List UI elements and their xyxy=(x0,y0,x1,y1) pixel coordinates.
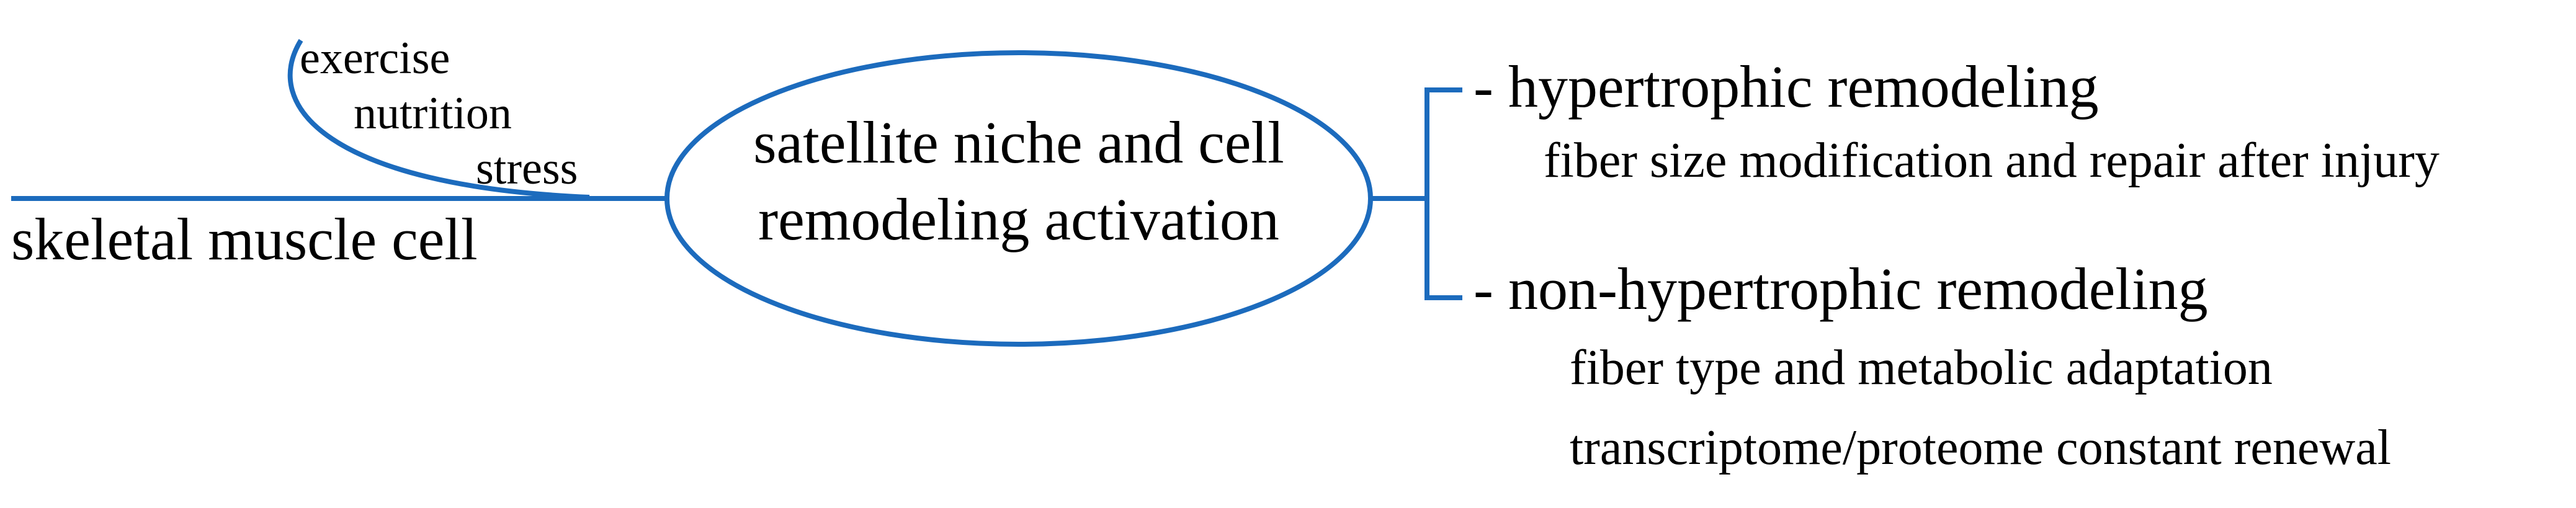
center-label-line1: satellite niche and cell xyxy=(753,109,1284,176)
outcome-hypertrophic-detail: fiber size modification and repair after… xyxy=(1544,133,2440,188)
outcome-hypertrophic-title: - hypertrophic remodeling xyxy=(1474,53,2099,120)
input-exercise-label: exercise xyxy=(300,33,450,84)
source-label: skeletal muscle cell xyxy=(11,206,478,272)
outcome-non-hypertrophic-title: - non-hypertrophic remodeling xyxy=(1474,256,2208,322)
input-nutrition-label: nutrition xyxy=(354,88,512,139)
center-label-line2: remodeling activation xyxy=(758,186,1279,252)
outcome-non-hypertrophic-detail-1: fiber type and metabolic adaptation xyxy=(1570,341,2273,395)
outcome-non-hypertrophic-detail-2: transcriptome/proteome constant renewal xyxy=(1570,421,2391,475)
input-arc xyxy=(287,38,590,200)
outcome-bracket xyxy=(1424,87,1462,300)
input-stress-label: stress xyxy=(476,143,578,194)
